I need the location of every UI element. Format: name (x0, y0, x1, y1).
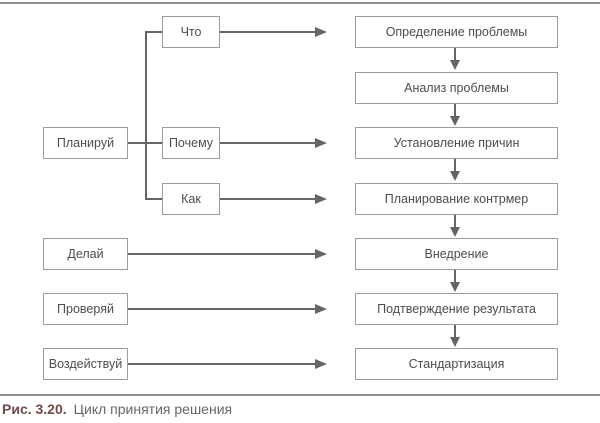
node-how: Как (162, 183, 220, 215)
node-check-label: Проверяй (57, 302, 114, 316)
arrowhead-right-icon (315, 27, 327, 37)
arrowhead-right-icon (315, 359, 327, 369)
node-countermeasure-planning-label: Планирование контрмер (384, 192, 529, 206)
arrowhead-right-icon (315, 194, 327, 204)
node-result-confirmation: Подтверждение результата (355, 293, 558, 325)
node-how-label: Как (181, 192, 201, 206)
arrowhead-down-icon (450, 116, 460, 126)
node-problem-analysis-label: Анализ проблемы (404, 81, 509, 95)
arrow-line (128, 363, 316, 365)
arrow-line (454, 48, 456, 60)
bottom-rule (0, 394, 600, 396)
arrow-line (454, 270, 456, 282)
arrow-line (220, 31, 316, 33)
node-problem-definition-label: Определение проблемы (385, 25, 528, 39)
arrowhead-down-icon (450, 60, 460, 70)
node-what-label: Что (180, 25, 202, 39)
node-check: Проверяй (43, 293, 128, 325)
plan-branch-stub-how (146, 198, 162, 200)
node-what: Что (162, 16, 220, 48)
arrowhead-down-icon (450, 337, 460, 347)
node-act-label: Воздействуй (48, 357, 123, 371)
plan-branch-stub-what (146, 31, 162, 33)
figure-caption-number: Рис. 3.20. (2, 401, 67, 417)
arrow-line (220, 142, 316, 144)
node-why-label: Почему (168, 136, 214, 150)
arrowhead-down-icon (450, 282, 460, 292)
node-cause-identification-label: Установление причин (393, 136, 520, 150)
node-standardization: Стандартизация (355, 348, 558, 380)
node-problem-analysis: Анализ проблемы (355, 72, 558, 104)
arrowhead-down-icon (450, 227, 460, 237)
top-rule (0, 2, 600, 4)
arrow-line (454, 159, 456, 171)
node-do-label: Делай (67, 247, 104, 261)
node-plan-label: Планируй (56, 136, 115, 150)
node-standardization-label: Стандартизация (408, 357, 505, 371)
node-cause-identification: Установление причин (355, 127, 558, 159)
node-plan: Планируй (43, 127, 128, 159)
node-implementation: Внедрение (355, 238, 558, 270)
arrow-line (220, 198, 316, 200)
arrowhead-right-icon (315, 138, 327, 148)
node-do: Делай (43, 238, 128, 270)
node-implementation-label: Внедрение (424, 247, 489, 261)
node-result-confirmation-label: Подтверждение результата (377, 302, 536, 316)
arrow-line (454, 215, 456, 227)
plan-branch-stub-why (128, 142, 162, 144)
arrowhead-right-icon (315, 249, 327, 259)
node-act: Воздействуй (43, 348, 128, 380)
figure-caption-title: Цикл принятия решения (73, 401, 233, 417)
plan-branch-vertical-line (145, 31, 147, 200)
figure-caption: Рис. 3.20. Цикл принятия решения (2, 401, 232, 417)
node-why: Почему (162, 127, 220, 159)
arrow-line (454, 104, 456, 116)
arrow-line (128, 308, 316, 310)
node-countermeasure-planning: Планирование контрмер (355, 183, 558, 215)
arrowhead-right-icon (315, 304, 327, 314)
arrowhead-down-icon (450, 171, 460, 181)
node-problem-definition: Определение проблемы (355, 16, 558, 48)
arrow-line (454, 325, 456, 337)
arrow-line (128, 253, 316, 255)
